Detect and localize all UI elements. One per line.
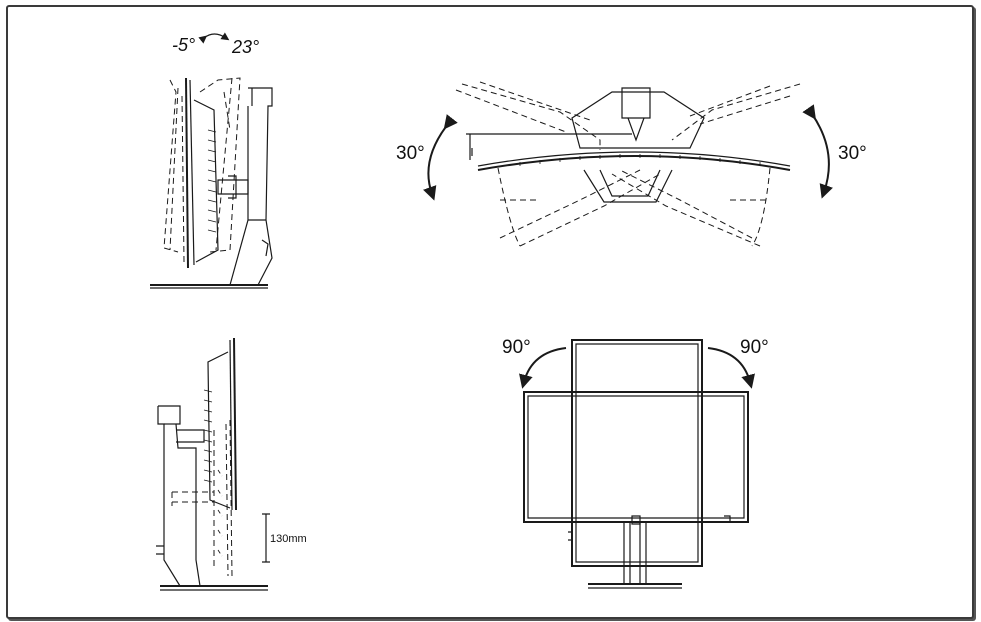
tilt-arrow-icon [198,32,230,44]
pivot-left-arrow-icon [519,347,567,389]
pivot-right-label: 90° [740,337,769,358]
tilt-min-label: -5° [172,35,196,55]
swivel-view [423,81,833,247]
tilt-view [150,32,273,289]
pivot-right-arrow-icon [707,347,755,389]
swivel-right-label: 30° [838,143,867,164]
swivel-left-arrow-icon [423,114,458,201]
tilt-max-label: 23° [232,37,260,57]
height-adjust-label: 130mm [270,533,307,545]
swivel-right-arrow-icon [802,104,833,199]
pivot-view [519,339,755,589]
pivot-left-label: 90° [502,337,531,358]
height-view [156,337,270,591]
swivel-left-label: 30° [396,143,425,164]
